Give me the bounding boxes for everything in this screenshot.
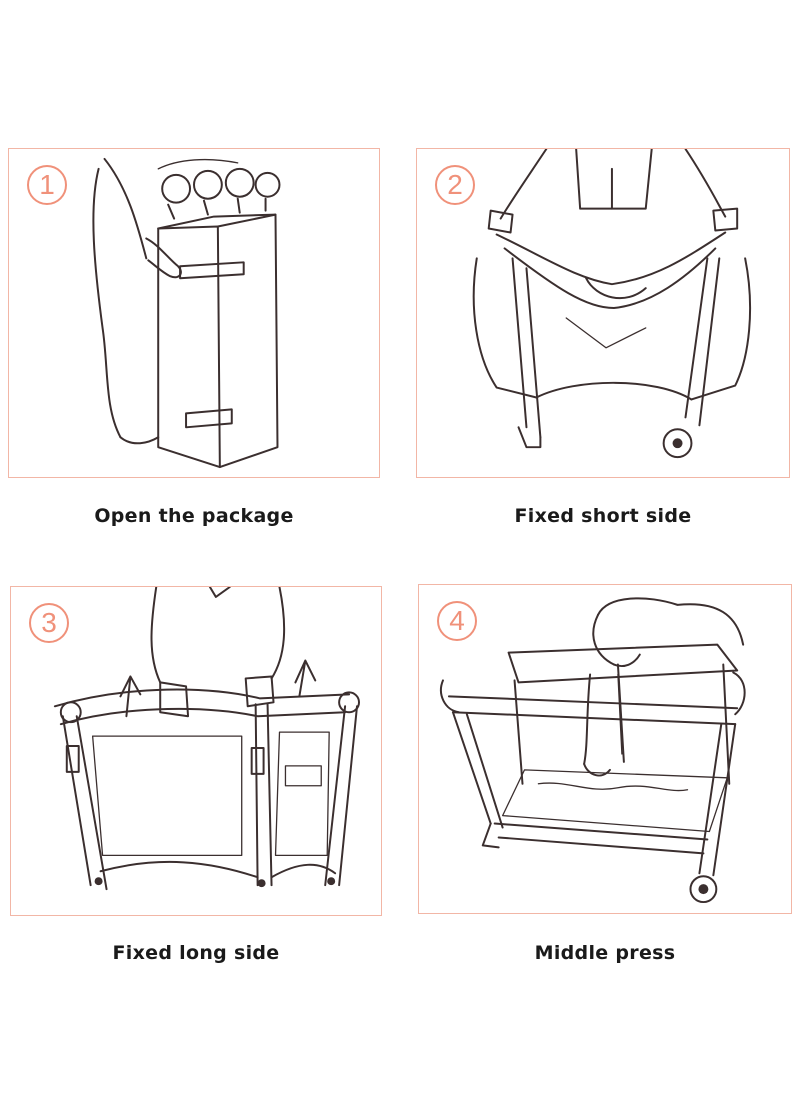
- step-2-caption: Fixed short side: [514, 505, 692, 527]
- step-2-panel: 2: [416, 148, 790, 478]
- step-3-number-badge: 3: [29, 603, 69, 643]
- lift-short-side-illustration: [472, 149, 752, 459]
- step-3-panel: 3: [10, 586, 382, 916]
- step-1-panel: 1: [8, 148, 380, 478]
- step-2-number-badge: 2: [435, 165, 475, 205]
- step-1-number-badge: 1: [27, 165, 67, 205]
- step-4-number-badge: 4: [437, 601, 477, 641]
- press-middle-illustration: [440, 597, 746, 904]
- lift-long-side-illustration: [53, 587, 360, 891]
- step-1-caption: Open the package: [94, 505, 294, 527]
- step-4-panel: 4: [418, 584, 792, 914]
- package-box-illustration: [92, 157, 281, 469]
- step-3-caption: Fixed long side: [112, 942, 280, 964]
- step-4-caption: Middle press: [534, 942, 676, 964]
